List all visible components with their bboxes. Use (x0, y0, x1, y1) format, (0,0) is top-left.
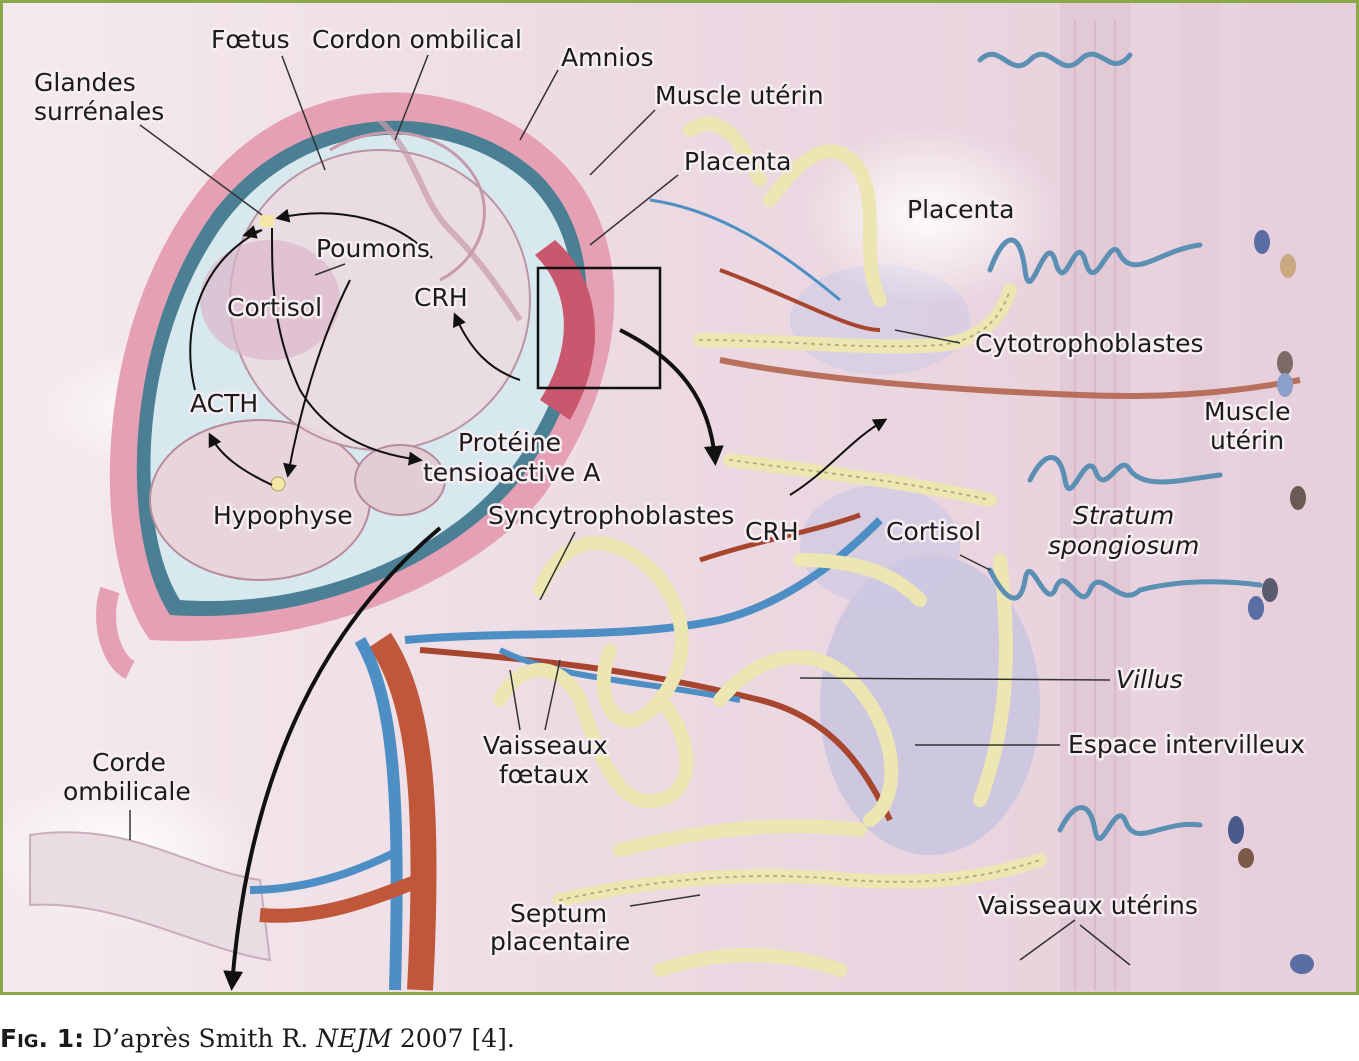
label-acth: ACTH (190, 389, 258, 418)
label-proteine-line1: Protéine (458, 428, 561, 457)
label-muscle-uterin-right-line2: utérin (1210, 426, 1284, 455)
label-corde-line2: ombilicale (63, 777, 191, 806)
label-cortisol-fetal: Cortisol (227, 293, 322, 322)
label-crh-placenta: CRH (745, 517, 799, 546)
label-muscle-uterin-top: Muscle utérin (655, 81, 824, 110)
label-corde-line1: Corde (92, 748, 166, 777)
label-amnios: Amnios (561, 43, 654, 72)
label-septum-line2: placentaire (490, 927, 630, 956)
label-septum-line1: Septum (510, 899, 607, 928)
label-cortisol-placenta: Cortisol (886, 517, 981, 546)
placenta-diagram: Fœtus Cordon ombilical Amnios Glandes su… (0, 0, 1359, 995)
figure-border (0, 0, 1359, 995)
label-espace-intervilleux: Espace intervilleux (1068, 730, 1305, 759)
fetus (149, 117, 531, 581)
label-syncytrophoblastes: Syncytrophoblastes (488, 501, 734, 530)
label-glandes-line1: Glandes (34, 68, 136, 97)
uterine-arteries (977, 51, 1314, 974)
figure-number: Fig. 1: (0, 1024, 85, 1053)
label-proteine-line2: tensioactive A (423, 458, 600, 487)
label-hypophyse: Hypophyse (213, 501, 353, 530)
label-cordon-ombilical: Cordon ombilical (312, 25, 522, 54)
umbilical-cord-bottom (29, 586, 272, 962)
label-muscle-uterin-right-line1: Muscle (1204, 397, 1291, 426)
label-glandes-line2: surrénales (34, 97, 164, 126)
labels: Fœtus Cordon ombilical Amnios Glandes su… (32, 23, 1308, 959)
hormone-pathway-arrows (189, 208, 888, 496)
zoom-indicator (223, 266, 724, 991)
caption-text-after: 2007 [4]. (391, 1024, 515, 1053)
label-stratum-line2: spongiosum (1048, 531, 1199, 560)
leader-lines (129, 54, 1131, 966)
label-poumons: Poumons (316, 234, 430, 263)
label-placenta-pointer: Placenta (684, 147, 791, 176)
label-vaisseaux-foetaux-line1: Vaisseaux (483, 731, 608, 760)
label-stratum-line1: Stratum (1073, 501, 1174, 530)
label-vaisseaux-uterins: Vaisseaux utérins (978, 891, 1198, 920)
caption-text-before: D’après Smith R. (84, 1024, 317, 1053)
label-villus: Villus (1116, 665, 1183, 694)
figure-caption: Fig. 1: D’après Smith R. NEJM 2007 [4]. (0, 1024, 515, 1060)
label-placenta-region: Placenta (907, 195, 1014, 224)
label-foetus: Fœtus (211, 25, 290, 54)
label-crh-fetal: CRH (414, 283, 468, 312)
label-cytotrophoblastes: Cytotrophoblastes (975, 329, 1204, 358)
uterine-wall-texture (1060, 2, 1220, 993)
label-vaisseaux-foetaux-line2: fœtaux (499, 760, 589, 789)
caption-journal: NEJM (316, 1024, 392, 1053)
